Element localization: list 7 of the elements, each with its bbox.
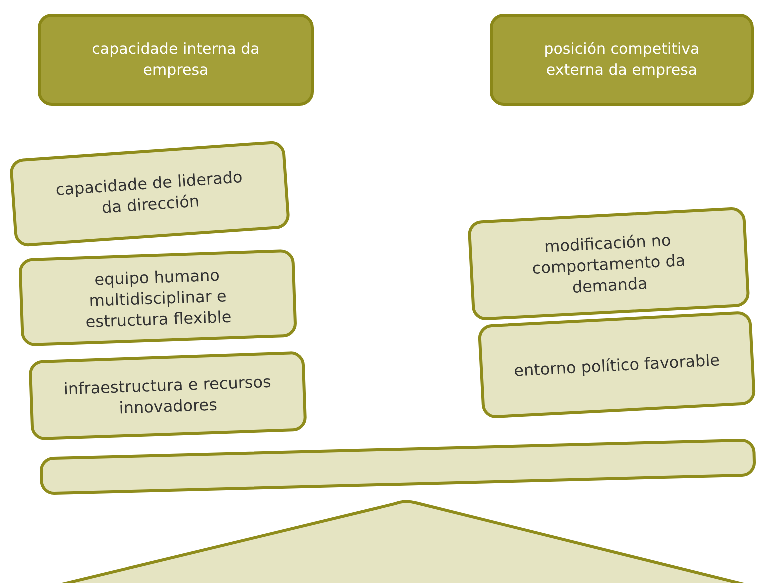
- heading-box: posición competitiva externa da empresa: [490, 14, 754, 106]
- factor-box: equipo humano multidisciplinar e estructura flexible: [18, 249, 298, 347]
- factor-box: capacidade de liderado da dirección: [9, 140, 291, 248]
- factor-box: modificación no comportamento da demanda: [468, 206, 750, 322]
- factor-box: entorno político favorable: [478, 310, 756, 420]
- factor-box: infraestructura e recursos innovadores: [28, 351, 308, 441]
- heading-box: capacidade interna da empresa: [38, 14, 314, 106]
